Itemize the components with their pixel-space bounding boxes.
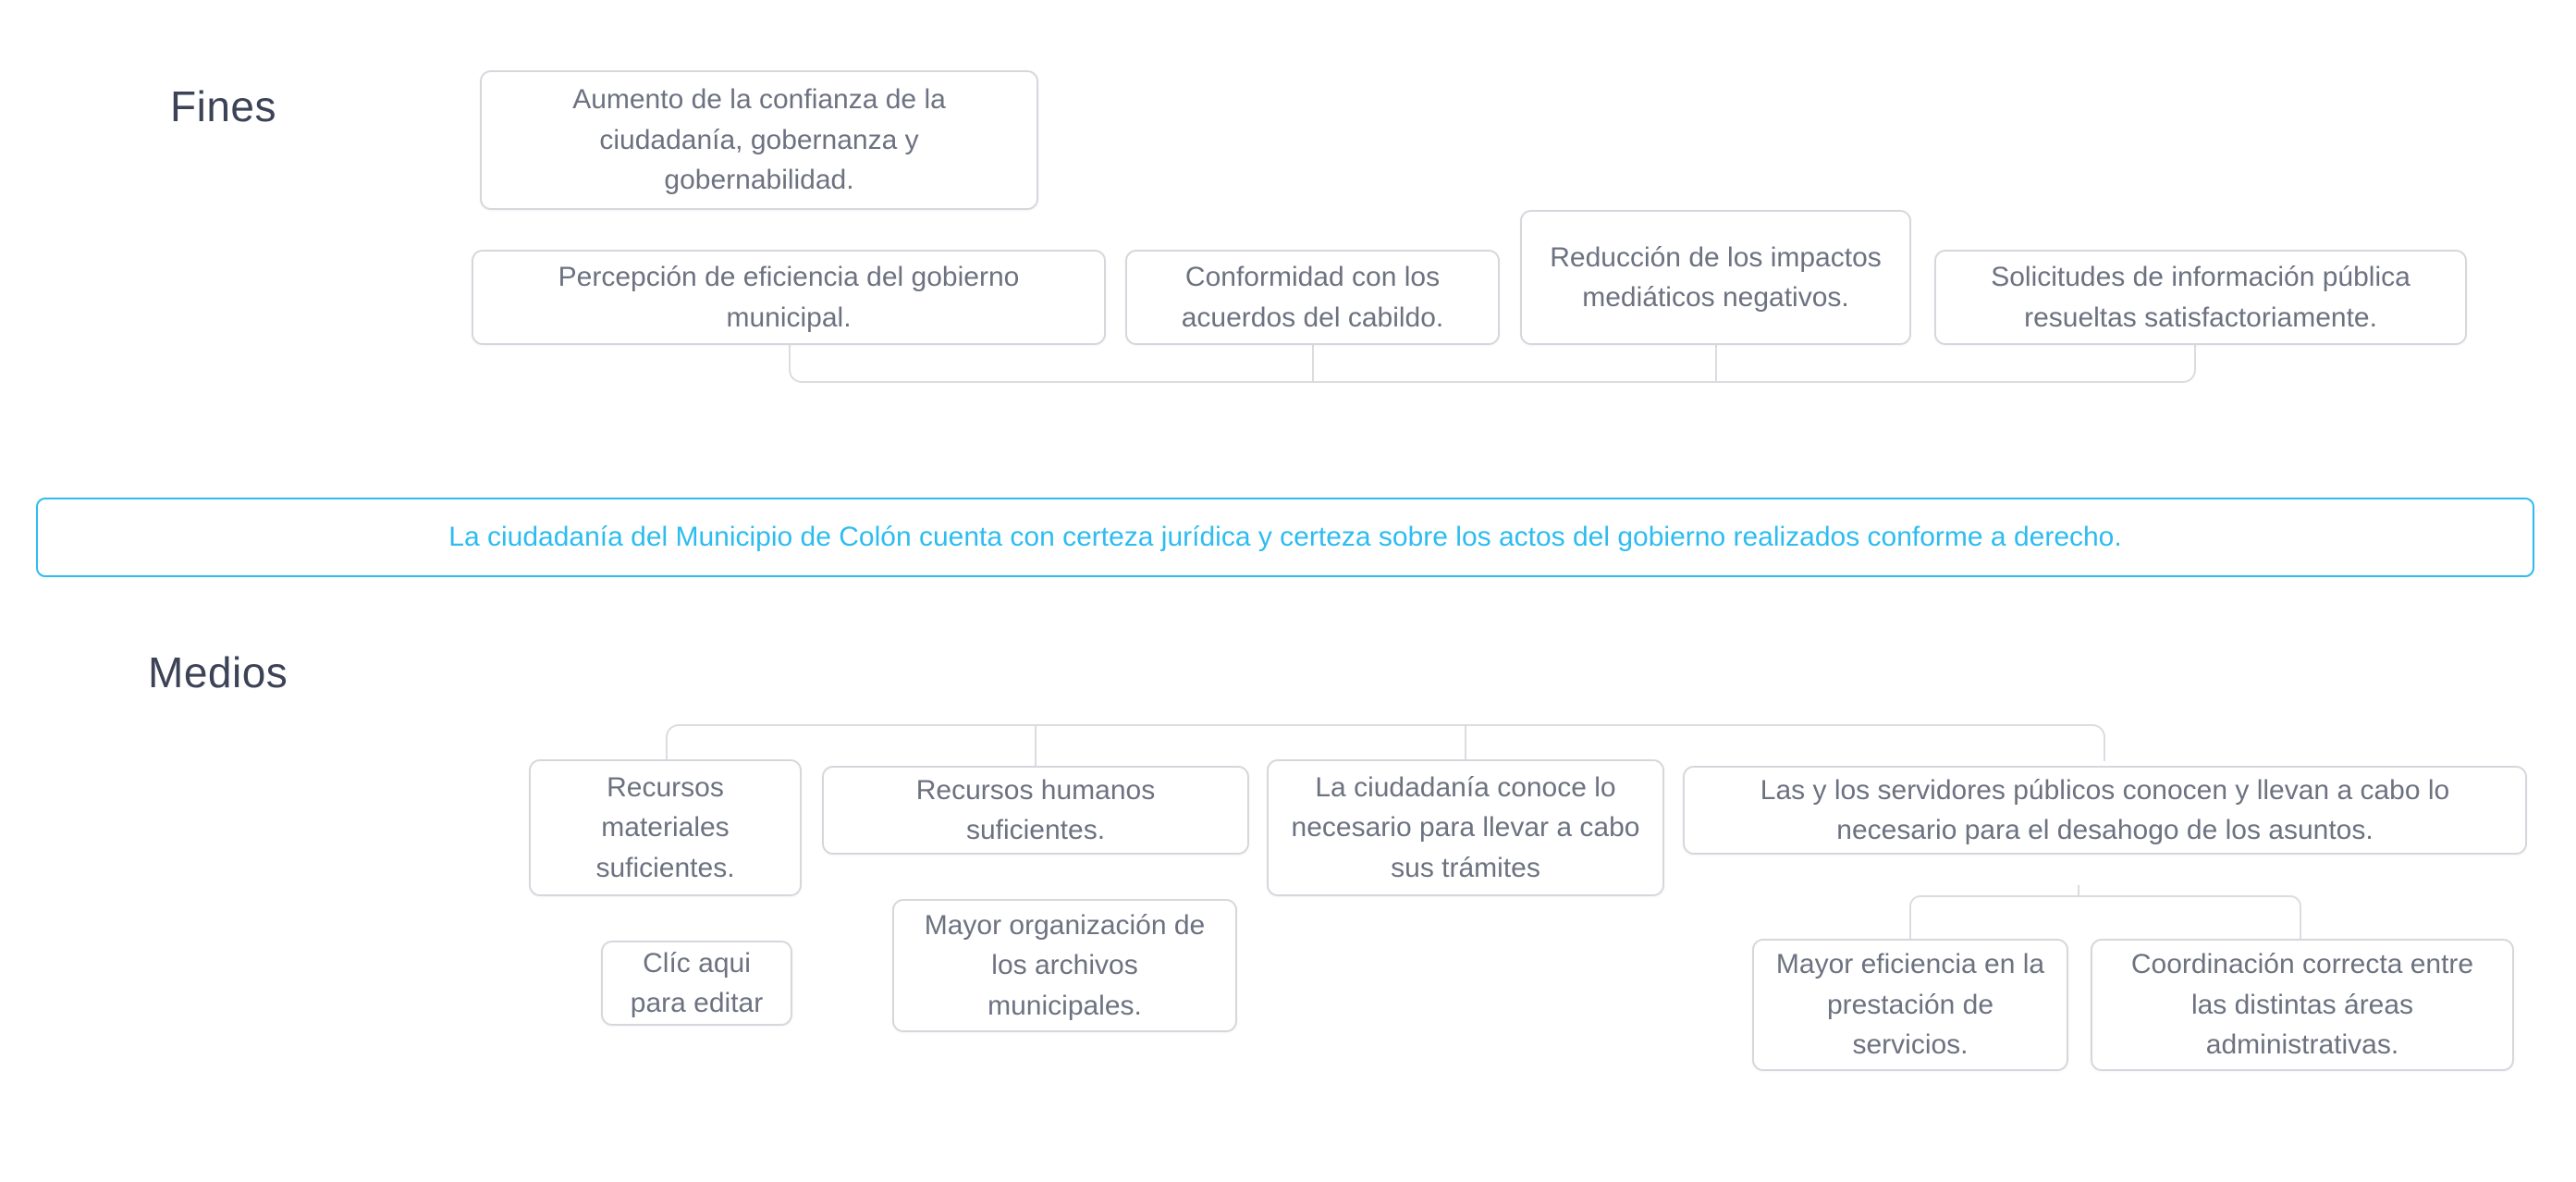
medios-connector-stub [1035,724,1037,766]
medios-box-coordinacion-areas[interactable]: Coordinación correcta entre las distinta… [2091,939,2514,1071]
objective-box[interactable]: La ciudadanía del Municipio de Colón cue… [36,498,2534,577]
node-label: Recursos humanos suficientes. [915,774,1156,846]
medios-box-ciudadania-tramites[interactable]: La ciudadanía conoce lo necesario para l… [1267,759,1664,896]
fines-box-percepcion-eficiencia[interactable]: Percepción de eficiencia del gobierno mu… [472,250,1106,345]
node-label: La ciudadanía conoce lo necesario para l… [1291,771,1640,883]
fines-section-label: Fines [170,82,276,130]
medios-box-recursos-materiales[interactable]: Recursos materiales suficientes. [529,759,802,896]
node-label: Solicitudes de información pública resue… [1991,262,2410,333]
node-label: Clíc aqui para editar [630,947,764,1019]
fines-box-reduccion-impactos[interactable]: Reducción de los impactos mediáticos neg… [1520,210,1911,345]
medios-connector-bracket [666,724,2105,761]
servidores-connector-notch [2078,885,2079,896]
fines-connector-bracket [789,344,2196,383]
fines-box-solicitudes-informacion[interactable]: Solicitudes de información pública resue… [1934,250,2467,345]
node-label: Recursos materiales suficientes. [595,771,735,883]
node-label: Coordinación correcta entre las distinta… [2130,949,2474,1061]
node-label: Conformidad con los acuerdos del cabildo… [1181,262,1444,333]
fines-box-aumento-confianza[interactable]: Aumento de la confianza de la ciudadanía… [480,70,1038,210]
node-label: Las y los servidores públicos conocen y … [1760,774,2450,846]
fines-box-conformidad-cabildo[interactable]: Conformidad con los acuerdos del cabildo… [1125,250,1500,345]
medios-section-label: Medios [148,648,288,696]
objective-label: La ciudadanía del Municipio de Colón cue… [448,522,2122,553]
medios-box-eficiencia-servicios[interactable]: Mayor eficiencia en la prestación de ser… [1752,939,2068,1071]
fines-connector-stub [1715,344,1717,381]
node-label: Reducción de los impactos mediáticos neg… [1550,241,1882,314]
medios-box-recursos-humanos[interactable]: Recursos humanos suficientes. [822,766,1249,855]
medios-box-organizacion-archivos[interactable]: Mayor organización de los archivos munic… [892,899,1237,1032]
medios-box-servidores-publicos[interactable]: Las y los servidores públicos conocen y … [1683,766,2527,855]
node-label: Mayor eficiencia en la prestación de ser… [1775,949,2045,1061]
medios-box-clic-editar[interactable]: Clíc aqui para editar [601,941,792,1026]
node-label: Aumento de la confianza de la ciudadanía… [572,84,946,196]
fines-connector-stub [1312,344,1314,381]
servidores-connector-bracket [1909,895,2301,940]
medios-connector-stub [1465,724,1466,766]
node-label: Percepción de eficiencia del gobierno mu… [558,262,1020,333]
node-label: Mayor organización de los archivos munic… [924,909,1206,1021]
